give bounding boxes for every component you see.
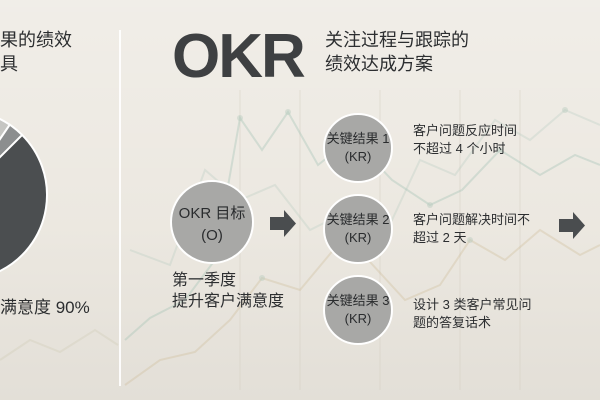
satisfaction-pie-chart: [0, 117, 48, 273]
key-result-description-3: 设计 3 类客户常见问 题的答复话术: [413, 296, 531, 332]
key-result-code: (KR): [344, 311, 372, 326]
arrow-right-icon: [270, 210, 296, 237]
objective-label: OKR 目标: [178, 205, 246, 222]
key-result-label: 关键结果 2: [326, 212, 390, 227]
background-chart-point: [285, 109, 291, 115]
key-result-label: 关键结果 1: [326, 131, 390, 146]
pie-slice: [0, 123, 24, 159]
background-chart-point: [237, 115, 243, 121]
okr-subtitle: 关注过程与跟踪的 绩效达成方案: [325, 28, 469, 76]
key-result-description-line: 题的答复话术: [413, 315, 492, 330]
okr-subtitle-line: 关注过程与跟踪的: [325, 30, 469, 50]
left-heading: 果的绩效 具: [0, 28, 72, 76]
background-chart-point: [467, 237, 473, 243]
objective-circle: OKR 目标 (O): [170, 180, 254, 264]
key-result-description-line: 不超过 4 个小时: [413, 141, 506, 156]
objective-description-line: 第一季度: [172, 272, 237, 289]
key-result-description-1: 客户问题反应时间 不超过 4 个小时: [413, 122, 517, 158]
key-result-description-line: 设计 3 类客户常见问: [413, 297, 532, 312]
background-chart-line: [124, 228, 600, 386]
okr-subtitle-line: 绩效达成方案: [325, 54, 433, 74]
key-result-description-2: 客户问题解决时间不 超过 2 天: [413, 211, 530, 247]
key-result-description-line: 客户问题解决时间不: [413, 212, 531, 227]
key-result-description-line: 超过 2 天: [413, 230, 467, 245]
key-result-circle-2: 关键结果 2 (KR): [323, 194, 393, 264]
background-chart-point: [497, 147, 503, 153]
key-result-code: (KR): [344, 230, 372, 245]
key-result-label: 关键结果 3: [326, 293, 390, 308]
background-chart-point: [562, 107, 568, 113]
objective-description-line: 提升客户满意度: [172, 293, 285, 310]
key-result-code: (KR): [344, 149, 372, 164]
pie-slice: [0, 133, 48, 273]
background-chart-point: [259, 275, 265, 281]
okr-title: OKR: [172, 22, 306, 91]
left-heading-line: 果的绩效: [0, 30, 72, 50]
satisfaction-caption: 满意度 90%: [0, 298, 90, 317]
key-result-circle-1: 关键结果 1 (KR): [323, 113, 393, 183]
vertical-divider: [119, 30, 121, 386]
key-result-description-line: 客户问题反应时间: [413, 123, 518, 138]
key-result-circle-3: 关键结果 3 (KR): [323, 275, 393, 345]
background-chart-line: [0, 328, 119, 361]
objective-code: (O): [201, 227, 223, 244]
left-heading-line: 具: [0, 54, 18, 74]
objective-description: 第一季度 提升客户满意度: [172, 270, 284, 312]
arrow-right-icon: [559, 212, 585, 239]
background-chart-point: [427, 202, 433, 208]
